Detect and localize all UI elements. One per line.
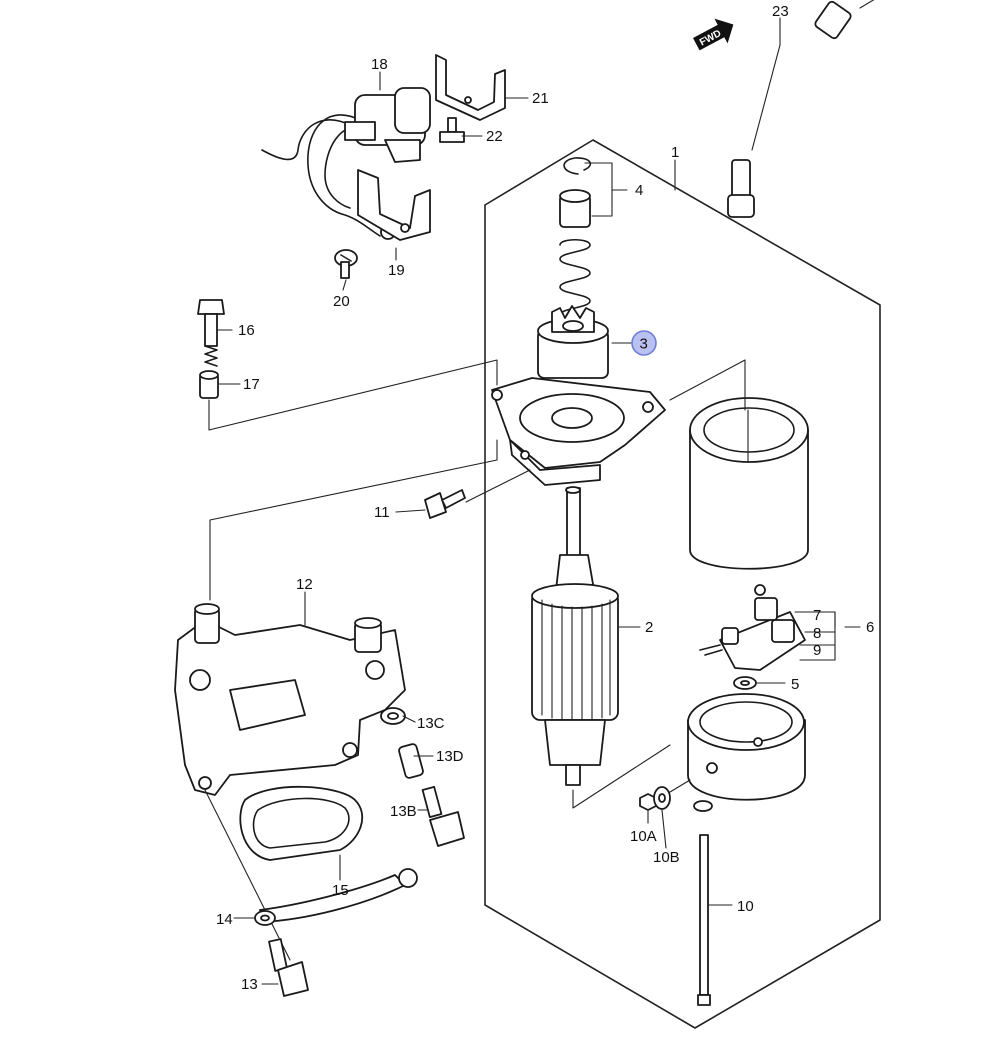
callout-16: 16 bbox=[238, 322, 255, 339]
callout-14: 14 bbox=[216, 911, 233, 928]
bolt-part-13 bbox=[268, 938, 309, 997]
callout-7: 7 bbox=[813, 607, 821, 624]
through-bolt-part-10 bbox=[693, 800, 713, 1006]
callout-20: 20 bbox=[333, 293, 350, 310]
callout-15: 15 bbox=[332, 882, 349, 899]
callout-13: 13 bbox=[241, 976, 258, 993]
callout-4: 4 bbox=[635, 182, 643, 199]
leader-13 bbox=[204, 789, 291, 961]
armature-part-2 bbox=[531, 486, 619, 786]
callout-leaders bbox=[217, 17, 861, 985]
bracket-part-12 bbox=[174, 603, 406, 796]
washer-part-10b bbox=[653, 786, 671, 810]
pinion-drive-part-3 bbox=[537, 305, 609, 379]
callout-10b: 10B bbox=[653, 849, 680, 866]
leader-bolt-11 bbox=[465, 469, 531, 503]
brush-holder-part-6 bbox=[699, 584, 806, 671]
callout-13d: 13D bbox=[436, 748, 464, 765]
bolt-part-22 bbox=[439, 117, 465, 143]
callout-21: 21 bbox=[532, 90, 549, 107]
yoke-housing bbox=[689, 397, 809, 570]
leader-armature bbox=[572, 744, 671, 809]
front-bracket-housing bbox=[491, 377, 666, 486]
sleeve-part-4 bbox=[559, 189, 591, 228]
bolt-part-11 bbox=[424, 489, 466, 519]
bolt-part-13b bbox=[421, 786, 465, 847]
washer-part-5 bbox=[733, 676, 757, 690]
callout-9: 9 bbox=[813, 642, 821, 659]
callout-19: 19 bbox=[388, 262, 405, 279]
callout-8: 8 bbox=[813, 625, 821, 642]
bracket-part-19 bbox=[357, 169, 431, 241]
relay-part-18 bbox=[261, 87, 431, 240]
strap-part-15 bbox=[239, 785, 418, 923]
bolt-part-16 bbox=[197, 299, 225, 367]
callout-13c: 13C bbox=[417, 715, 445, 732]
washer-part-13c bbox=[380, 707, 406, 725]
fwd-direction-badge: FWD bbox=[693, 18, 734, 51]
pinion-spring bbox=[559, 238, 591, 316]
callout-13b: 13B bbox=[390, 803, 417, 820]
callout-5: 5 bbox=[791, 676, 799, 693]
leader-yoke bbox=[669, 359, 746, 411]
screw-part-20 bbox=[334, 249, 358, 279]
callout-labels: 1 2 3 4 5 6 7 8 9 10 10A 10B 11 12 13 13… bbox=[216, 3, 874, 993]
callout-6: 6 bbox=[866, 619, 874, 636]
callout-23: 23 bbox=[772, 3, 789, 20]
washer-part-14 bbox=[254, 910, 276, 926]
lead-wire-part-23 bbox=[727, 0, 875, 218]
callout-10: 10 bbox=[737, 898, 754, 915]
stopper-clip-part-4 bbox=[563, 157, 592, 175]
starter-assembly-outline bbox=[484, 139, 881, 1029]
leader-housing-gearcase bbox=[209, 439, 498, 601]
callout-3-selected[interactable]: 3 bbox=[631, 330, 657, 356]
callout-12: 12 bbox=[296, 576, 313, 593]
leader-16-17 bbox=[208, 359, 498, 431]
bracket-part-21 bbox=[435, 54, 506, 121]
callout-18: 18 bbox=[371, 56, 388, 73]
callout-2: 2 bbox=[645, 619, 653, 636]
rear-end-cap bbox=[687, 693, 806, 801]
callout-10a: 10A bbox=[630, 828, 657, 845]
collar-part-17 bbox=[199, 370, 219, 399]
callout-17: 17 bbox=[243, 376, 260, 393]
callout-11: 11 bbox=[374, 504, 390, 521]
callout-1: 1 bbox=[671, 144, 679, 161]
callout-3: 3 bbox=[640, 336, 648, 353]
callout-22: 22 bbox=[486, 128, 503, 145]
fwd-badge-text: FWD bbox=[698, 28, 723, 48]
collar-part-13d bbox=[398, 743, 424, 779]
